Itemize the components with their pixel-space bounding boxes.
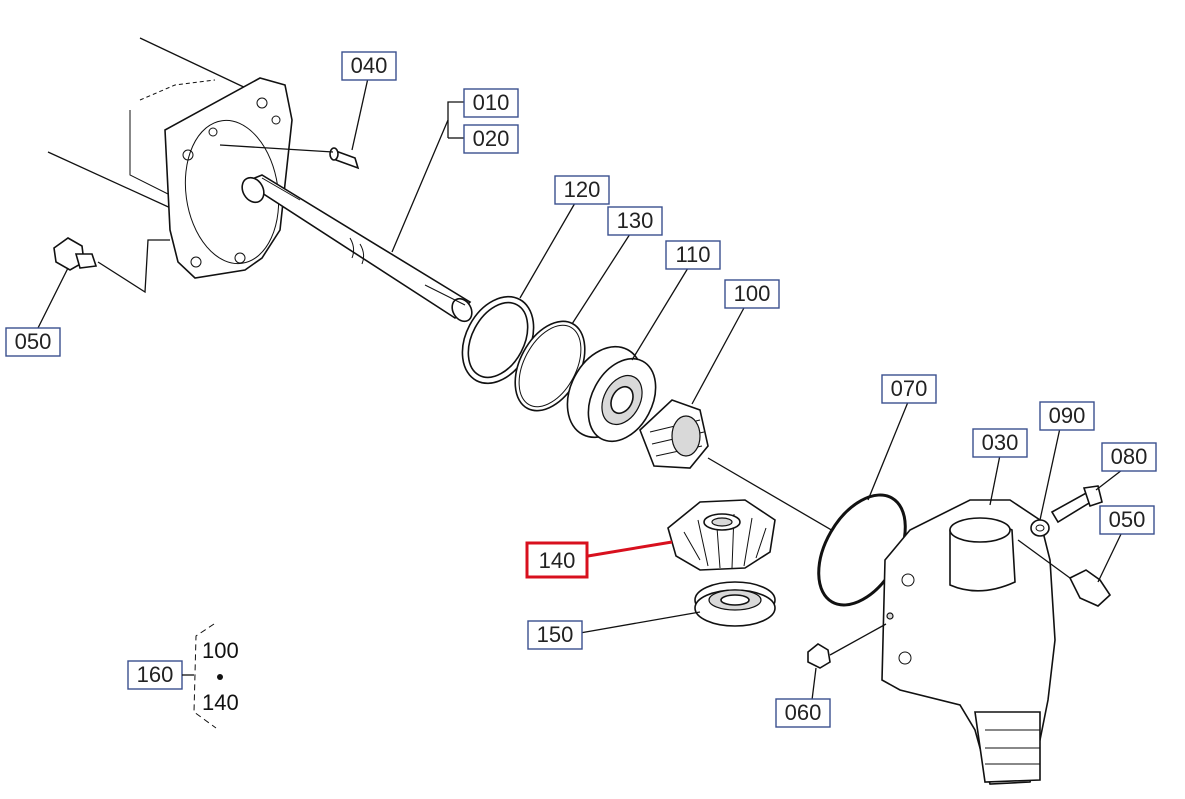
label-130[interactable]: 130 — [607, 206, 663, 236]
washer-090 — [1030, 519, 1050, 537]
part-number-text: 140 — [539, 548, 576, 573]
part-number-text: 010 — [473, 90, 510, 115]
bearing-110 — [566, 345, 657, 443]
label-110[interactable]: 110 — [665, 240, 721, 270]
label-020[interactable]: 020 — [463, 124, 519, 154]
label-090[interactable]: 090 — [1039, 401, 1095, 431]
label-080[interactable]: 080 — [1101, 442, 1157, 472]
plug-060 — [807, 623, 887, 669]
label-140-highlighted[interactable]: 140 — [525, 541, 589, 579]
fitting-050-left — [53, 237, 170, 294]
label-040[interactable]: 040 — [341, 51, 397, 81]
bevel-pinion-100 — [639, 399, 709, 469]
label-050-right[interactable]: 050 — [1099, 505, 1155, 535]
shaft — [241, 174, 473, 323]
circlip-120 — [461, 295, 535, 385]
part-number-text: 110 — [675, 242, 710, 267]
part-number-text: 020 — [473, 126, 510, 151]
kit-bottom-label: 140 — [202, 690, 239, 715]
housing-flange — [47, 37, 293, 279]
bearing-150 — [694, 581, 776, 627]
part-number-text: 030 — [982, 430, 1019, 455]
kit-dot — [217, 674, 223, 680]
label-120[interactable]: 120 — [554, 175, 610, 205]
label-060[interactable]: 060 — [775, 698, 831, 728]
gear-case-030 — [881, 499, 1056, 785]
part-number-text: 150 — [537, 622, 574, 647]
kit-top-label: 100 — [202, 638, 239, 663]
label-150[interactable]: 150 — [527, 620, 583, 650]
label-010[interactable]: 010 — [463, 88, 519, 118]
part-number-text: 100 — [734, 281, 771, 306]
part-number-text: 040 — [351, 53, 388, 78]
label-100[interactable]: 100 — [724, 279, 780, 309]
label-160[interactable]: 160 — [127, 660, 183, 690]
part-number-text: 130 — [617, 208, 654, 233]
label-070[interactable]: 070 — [881, 374, 937, 404]
part-number-text: 060 — [785, 700, 822, 725]
part-number-text: 160 — [137, 662, 174, 687]
kit-bracket: 100 140 — [182, 623, 239, 729]
part-number-text: 050 — [15, 329, 52, 354]
leader-lines — [37, 77, 1123, 701]
part-number-text: 090 — [1049, 403, 1086, 428]
bevel-gear-140 — [667, 499, 776, 571]
part-number-text: 080 — [1111, 444, 1148, 469]
part-number-text: 070 — [891, 376, 928, 401]
label-030[interactable]: 030 — [972, 428, 1028, 458]
label-050-left[interactable]: 050 — [5, 327, 61, 357]
plug-050-right — [1017, 539, 1112, 607]
bolt-080 — [1050, 485, 1103, 524]
part-number-text: 050 — [1109, 507, 1146, 532]
pin-040 — [219, 144, 360, 170]
part-number-text: 120 — [564, 177, 601, 202]
